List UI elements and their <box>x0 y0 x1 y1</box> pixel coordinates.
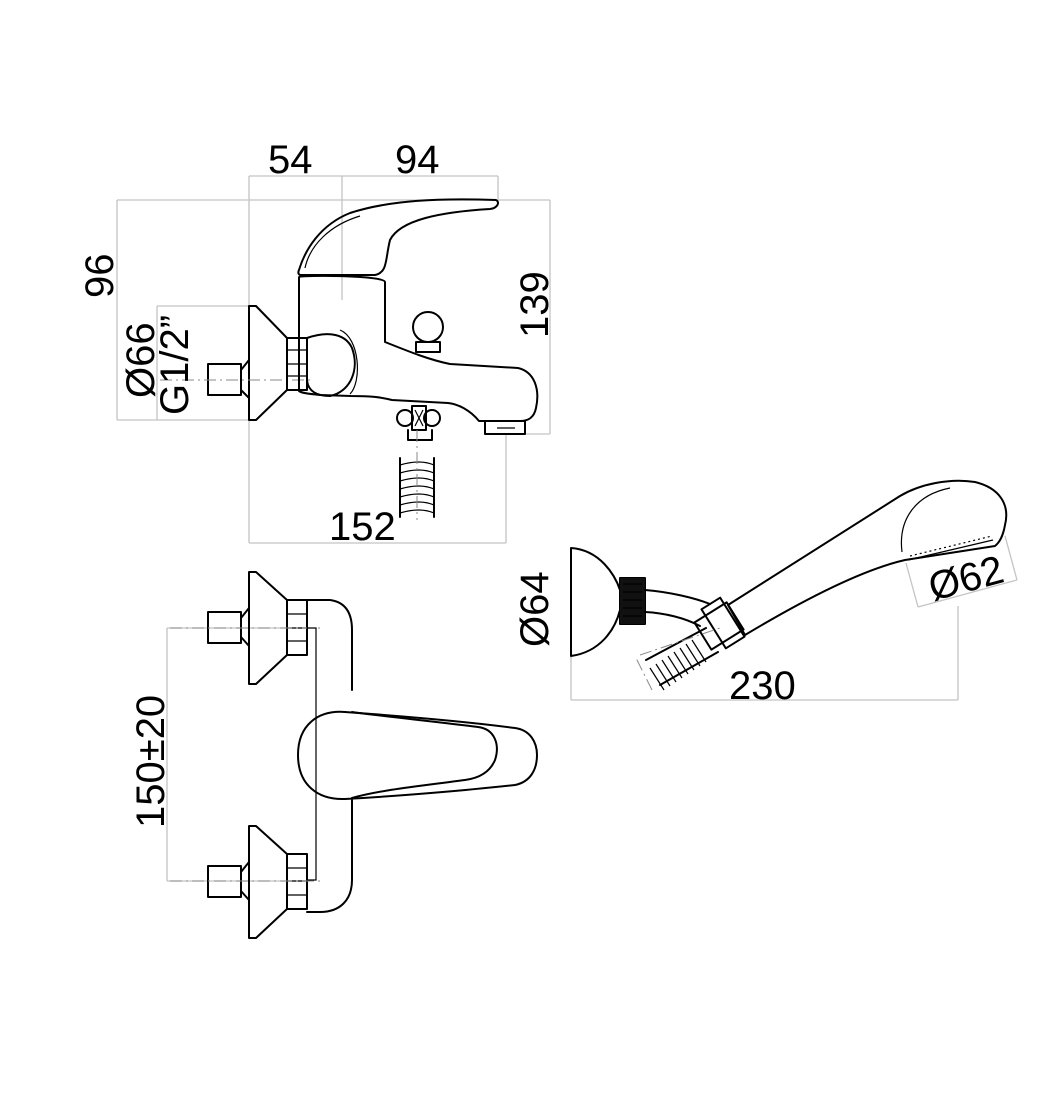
wall-flange <box>248 305 288 421</box>
dim-152: 152 <box>329 505 396 549</box>
front-lever <box>297 710 538 801</box>
side-view: 54 94 96 139 Ø66 G1/2” 152 <box>78 138 557 549</box>
upper-inlet <box>170 571 320 685</box>
hand-shower-view: Ø64 Ø62 230 <box>513 479 1018 708</box>
front-view: 150±20 <box>129 571 538 939</box>
dim-230: 230 <box>729 664 796 708</box>
diverter-knob <box>412 311 444 353</box>
hose-connector <box>396 405 441 431</box>
mixer-body <box>298 274 539 422</box>
dim-diameter-62: Ø62 <box>924 548 1008 610</box>
wall-cup <box>570 547 621 657</box>
knurled-ring <box>619 577 646 625</box>
shower-hose <box>399 429 435 520</box>
spray-face <box>907 539 994 561</box>
front-body <box>306 599 353 913</box>
dim-150: 150±20 <box>129 695 173 828</box>
dim-thread-g12: G1/2” <box>153 315 197 415</box>
shower-handle <box>727 479 1008 636</box>
dim-94: 94 <box>395 138 440 182</box>
bracket-arm <box>644 589 711 627</box>
side-view-dimension-lines <box>116 175 551 544</box>
dim-54: 54 <box>268 138 313 182</box>
holder-collar <box>693 596 746 651</box>
body-boss <box>306 333 356 397</box>
hex-nut <box>286 337 308 391</box>
hand-shower-hose <box>635 627 721 691</box>
dim-139: 139 <box>513 271 557 338</box>
dim-diameter-64: Ø64 <box>513 571 557 647</box>
spout-outlet <box>484 420 526 435</box>
lower-inlet <box>170 825 320 939</box>
dim-diameter-66: Ø66 <box>119 322 163 398</box>
dim-96: 96 <box>78 254 122 299</box>
lever-handle <box>297 198 499 276</box>
